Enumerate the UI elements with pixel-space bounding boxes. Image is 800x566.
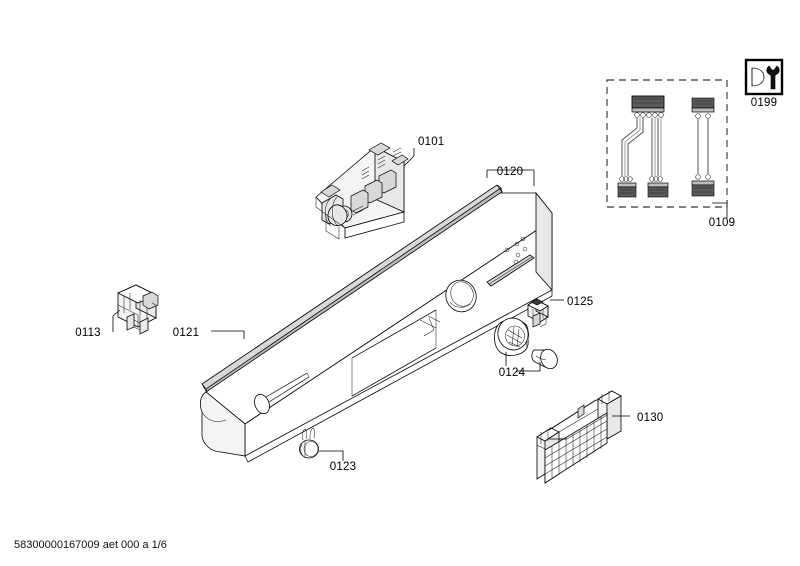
footer-reference-text: 58300000167009 aet 000 a 1/6 — [14, 539, 167, 551]
part-label-text: 0124 — [499, 367, 526, 379]
part-0121-control-panel-fascia[interactable] — [199, 191, 553, 463]
part-0199-service-tool-icon[interactable]: 0199 — [744, 58, 784, 109]
label-0124: 0124 — [499, 352, 541, 379]
part-0109-wiring-harness-set[interactable] — [606, 79, 728, 208]
panel-endcap-aperture — [254, 372, 310, 415]
label-0109: 0109 — [709, 202, 735, 229]
panel-display-slot — [486, 254, 535, 287]
harness-multi-branch — [617, 95, 669, 198]
label-0101: 0101 — [403, 136, 444, 167]
harness-dashed-enclosure — [606, 79, 728, 208]
part-label-text: 0109 — [709, 217, 735, 229]
part-label-text: 0130 — [637, 412, 663, 424]
part-0130-support-frame[interactable] — [536, 390, 622, 484]
part-0125-switch-clip[interactable] — [527, 298, 549, 328]
label-0125: 0125 — [550, 296, 593, 308]
part-0101-control-module-pcb[interactable] — [315, 142, 409, 240]
part-0124-rotary-selector-knob[interactable] — [494, 314, 532, 356]
label-0113: 0113 — [75, 309, 121, 339]
label-0130: 0130 — [612, 412, 663, 424]
harness-two-wire — [691, 97, 715, 197]
part-label-text: 0120 — [497, 166, 523, 178]
part-label-text: 0113 — [75, 327, 101, 339]
part-label-text: 0121 — [173, 327, 199, 339]
label-0121: 0121 — [173, 327, 245, 339]
part-label-text: 0123 — [330, 461, 356, 473]
part-0113-door-lock-bracket[interactable] — [117, 284, 159, 335]
part-label-text: 0101 — [418, 136, 444, 148]
part-label-text: 0199 — [751, 97, 777, 109]
part-0123-retaining-clip[interactable] — [299, 427, 319, 459]
part-label-text: 0125 — [567, 296, 593, 308]
label-0120: 0120 — [486, 166, 535, 186]
part-push-button[interactable] — [531, 347, 561, 372]
label-0123: 0123 — [319, 450, 356, 473]
